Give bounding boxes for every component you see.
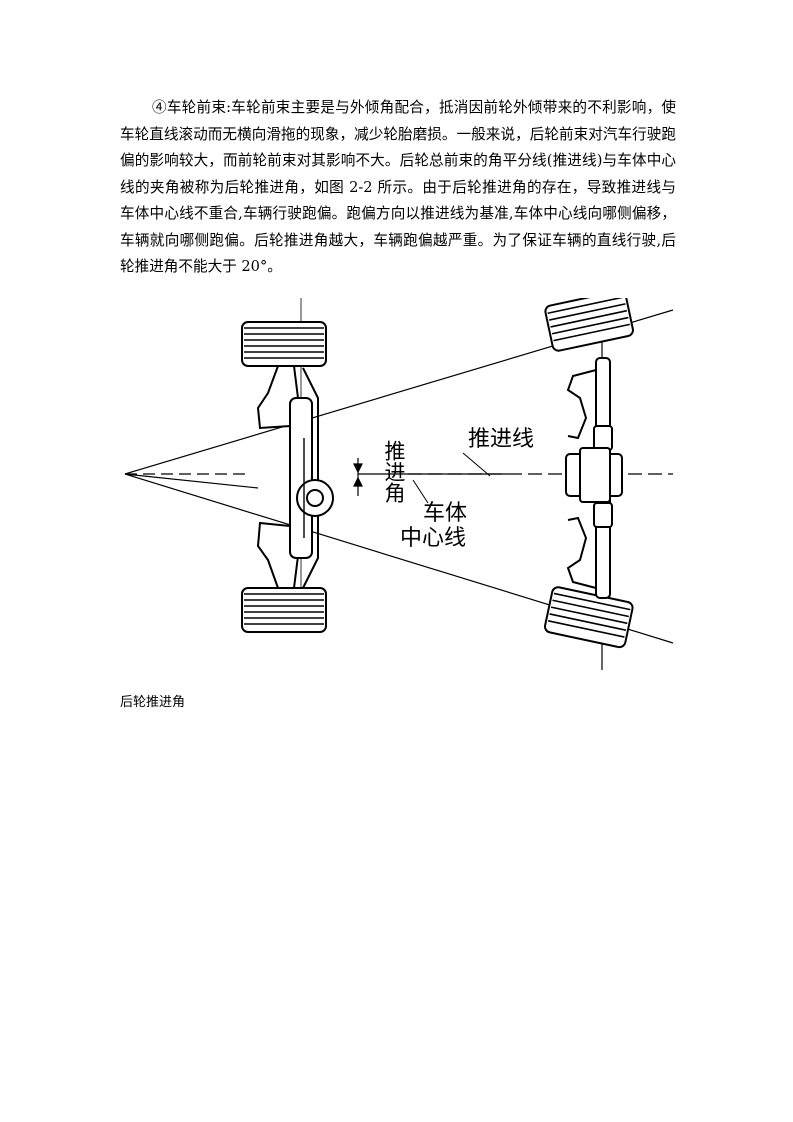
thrust-line-label: 推进线 [468, 427, 534, 452]
front-upper-knuckle [256, 365, 300, 430]
angle-marker [353, 458, 363, 496]
rear-lower-arm [566, 516, 597, 589]
steering-wheel [296, 479, 334, 517]
rear-axle-assembly [544, 298, 634, 649]
thrust-angle-diagram: 推进线 车体 中心线 推进角 [124, 298, 674, 670]
figure-labels: 推进线 车体 中心线 推进角 [382, 427, 534, 551]
front-axle-assembly [241, 321, 334, 633]
front-crossmember [289, 397, 313, 559]
rear-right-tire [544, 586, 634, 649]
thrust-angle-label: 推进角 [382, 440, 406, 503]
centerline-label-1: 车体 [423, 501, 467, 526]
centerline-left [124, 473, 259, 489]
rear-left-tire [544, 298, 634, 352]
figure-caption: 后轮推进角 [120, 695, 186, 710]
rear-upper-arm [566, 369, 597, 440]
centerline-label-2: 中心线 [400, 526, 466, 551]
rear-thrust-angle-figure: 推进线 车体 中心线 推进角 [118, 298, 678, 674]
front-lower-knuckle [256, 521, 300, 589]
body-paragraph: ④车轮前束:车轮前束主要是与外倾角配合，抵消因前轮外倾带来的不利影响，使车轮直线… [120, 99, 676, 275]
